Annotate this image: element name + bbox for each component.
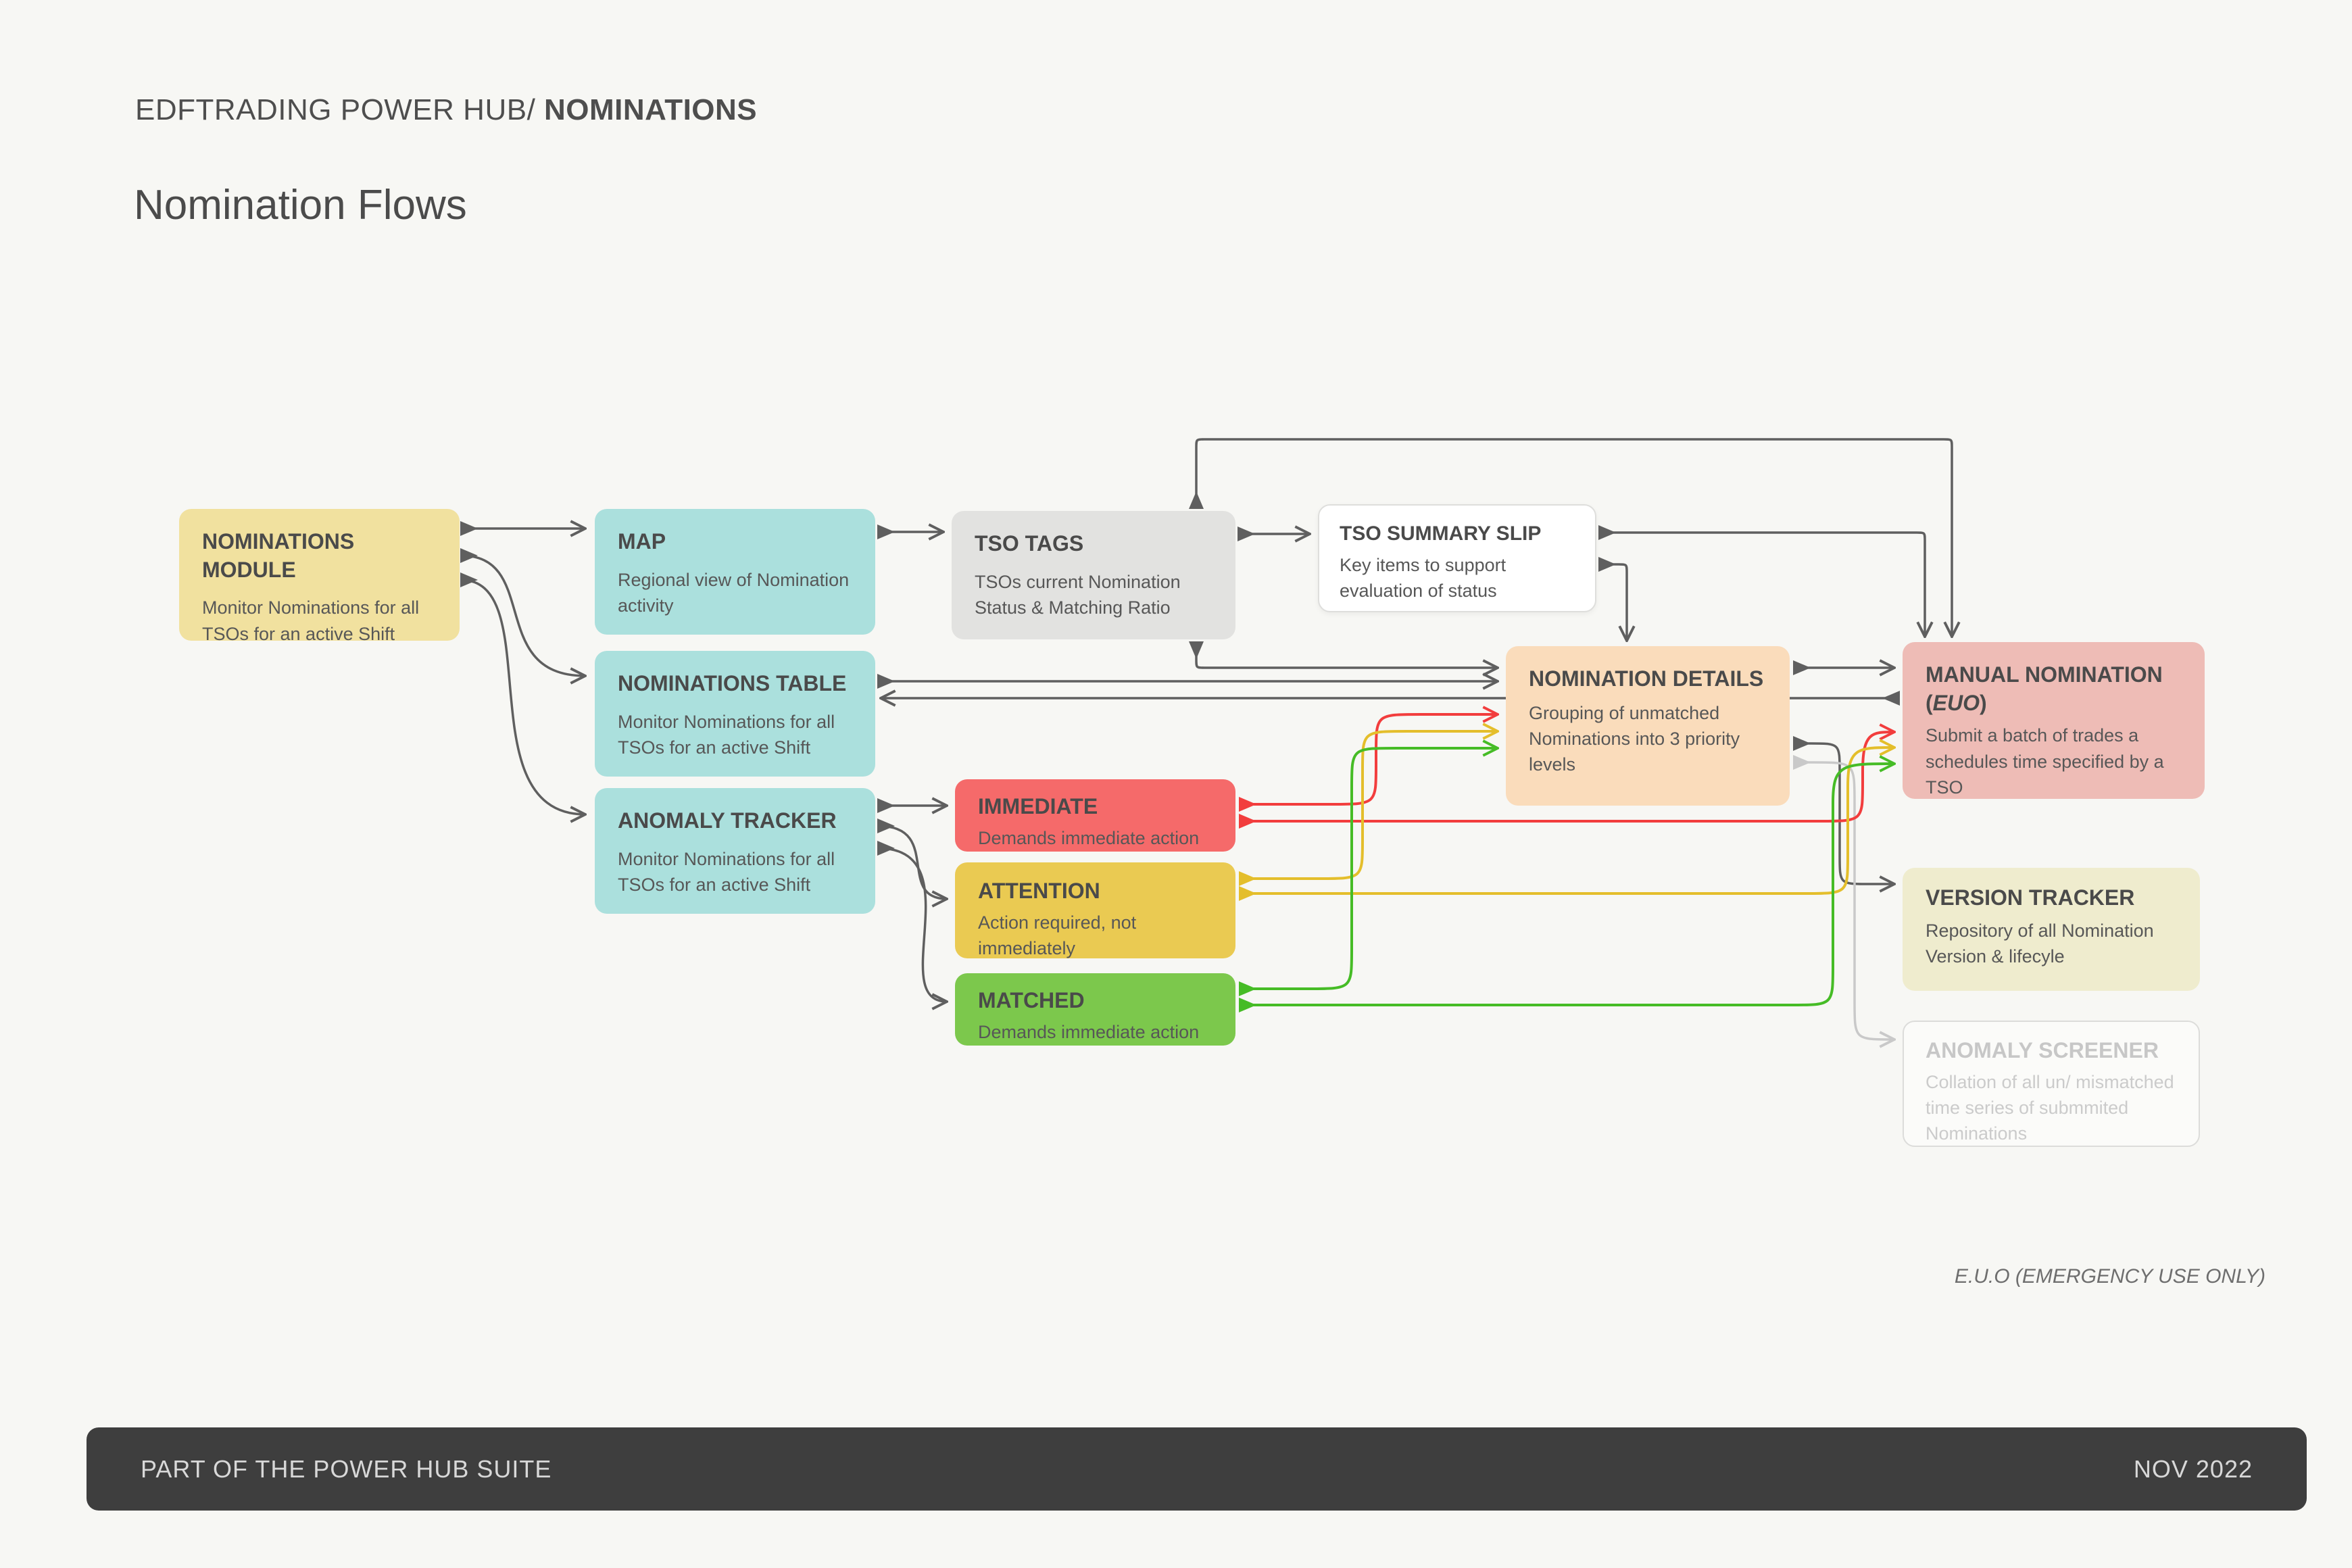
- node-title: NOMINATIONS TABLE: [618, 671, 847, 695]
- connector-slip-manual: [1599, 533, 1925, 637]
- euo-footnote: E.U.O (EMERGENCY USE ONLY): [1954, 1265, 2265, 1288]
- node-description: Action required, not immediately: [978, 912, 1137, 958]
- node-manual-nomination: MANUAL NOMINATION (EUO) Submit a batch o…: [1903, 642, 2205, 799]
- node-description: Repository of all Nomination Version & l…: [1926, 920, 2154, 966]
- node-description: Grouping of unmatched Nominations into 3…: [1529, 702, 1740, 775]
- node-title: VERSION TRACKER: [1926, 885, 2135, 910]
- breadcrumb: EDFTRADING POWER HUB/ NOMINATIONS: [135, 93, 757, 127]
- node-matched: MATCHED Demands immediate action: [955, 973, 1235, 1046]
- node-description: TSOs current Nomination Status & Matchin…: [975, 571, 1181, 618]
- node-title: ANOMALY TRACKER: [618, 808, 837, 833]
- node-map: MAP Regional view of Nomination activity: [595, 509, 875, 635]
- node-title: MANUAL NOMINATION (EUO): [1926, 662, 2163, 715]
- node-title: TSO SUMMARY SLIP: [1340, 522, 1542, 545]
- connector-tags-details: [1196, 642, 1498, 668]
- node-nominations-table: NOMINATIONS TABLE Monitor Nominations fo…: [595, 651, 875, 777]
- node-title: MATCHED: [978, 988, 1085, 1012]
- node-tso-summary-slip: TSO SUMMARY SLIP Key items to support ev…: [1318, 504, 1596, 612]
- node-description: Regional view of Nomination activity: [618, 569, 850, 616]
- node-title: MAP: [618, 529, 666, 554]
- node-nomination-details: NOMINATION DETAILS Grouping of unmatched…: [1506, 646, 1790, 806]
- node-title: ATTENTION: [978, 879, 1100, 903]
- node-immediate: IMMEDIATE Demands immediate action: [955, 779, 1235, 852]
- page-title: Nomination Flows: [134, 182, 467, 228]
- node-description: Monitor Nominations for all TSOs for an …: [618, 711, 835, 758]
- node-title: NOMINATION DETAILS: [1529, 666, 1764, 691]
- node-anomaly-screener: ANOMALY SCREENER Collation of all un/ mi…: [1903, 1021, 2200, 1147]
- connector-matched-details: [1240, 748, 1498, 989]
- node-version-tracker: VERSION TRACKER Repository of all Nomina…: [1903, 868, 2200, 991]
- connector-slip-details: [1599, 564, 1627, 641]
- footer-left-text: PART OF THE POWER HUB SUITE: [141, 1454, 552, 1483]
- node-description: Monitor Nominations for all TSOs for an …: [202, 597, 420, 644]
- connector-module-tracker: [461, 580, 585, 814]
- node-description: Submit a batch of trades a schedules tim…: [1926, 725, 2164, 798]
- breadcrumb-product: EDFTRADING POWER HUB/: [135, 93, 545, 126]
- node-title: IMMEDIATE: [978, 794, 1098, 818]
- connector-module-table: [461, 556, 585, 676]
- node-description: Demands immediate action: [978, 827, 1200, 848]
- footer-bar: PART OF THE POWER HUB SUITE NOV 2022: [87, 1427, 2307, 1511]
- node-description: Collation of all un/ mismatched time ser…: [1926, 1071, 2174, 1144]
- node-title: ANOMALY SCREENER: [1926, 1038, 2159, 1062]
- node-tso-tags: TSO TAGS TSOs current Nomination Status …: [952, 511, 1235, 639]
- connector-tracker-attention: [878, 826, 947, 899]
- connector-tags-manual-loop: [1196, 438, 1952, 637]
- node-nominations-module: NOMINATIONS MODULE Monitor Nominations f…: [179, 509, 460, 644]
- node-title: TSO TAGS: [975, 531, 1084, 556]
- connector-immediate-details: [1240, 714, 1498, 804]
- node-attention: ATTENTION Action required, not immediate…: [955, 862, 1235, 958]
- node-description: Key items to support evaluation of statu…: [1340, 555, 1506, 602]
- connector-matched-manual: [1240, 764, 1894, 1005]
- node-description: Demands immediate action: [978, 1021, 1200, 1042]
- breadcrumb-section: NOMINATIONS: [544, 93, 758, 126]
- footer-date: NOV 2022: [2133, 1454, 2253, 1483]
- node-description: Monitor Nominations for all TSOs for an …: [618, 848, 835, 895]
- connector-tracker-matched: [878, 848, 947, 1002]
- node-title: NOMINATIONS MODULE: [202, 529, 355, 582]
- connector-details-screener: [1794, 762, 1894, 1039]
- node-anomaly-tracker: ANOMALY TRACKER Monitor Nominations for …: [595, 788, 875, 914]
